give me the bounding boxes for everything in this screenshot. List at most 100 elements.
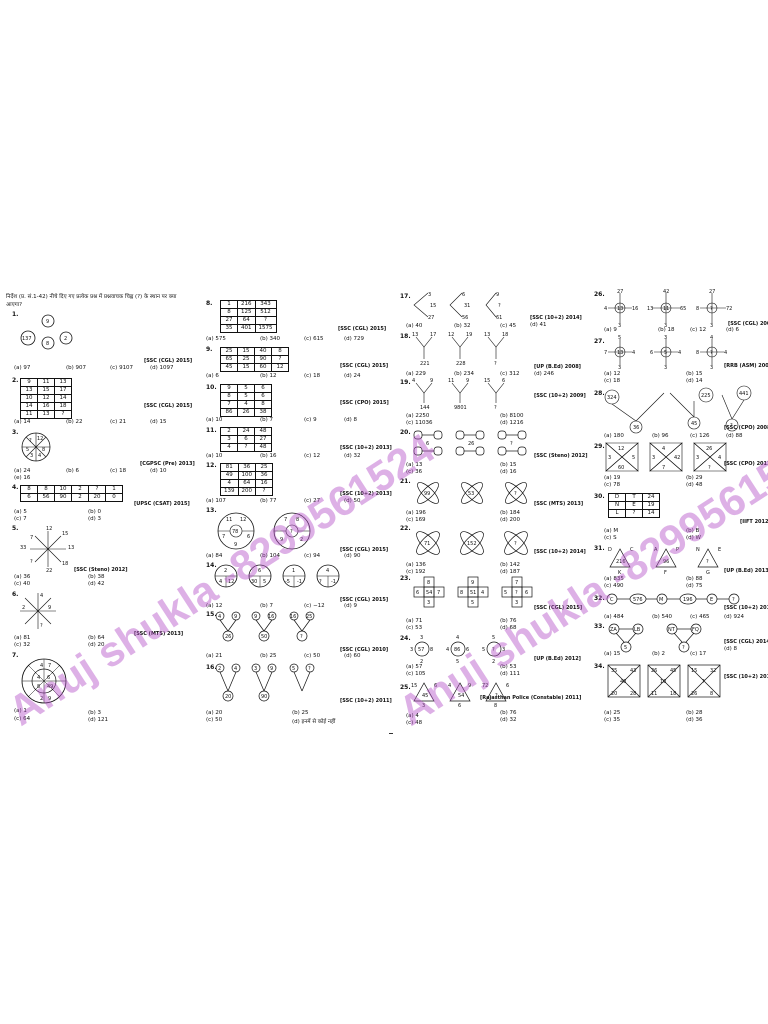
svg-text:?: ? xyxy=(682,645,685,651)
svg-text:221: 221 xyxy=(420,361,430,367)
option-a: (a) 12 xyxy=(206,603,223,609)
svg-text:43: 43 xyxy=(630,668,636,674)
svg-text:3: 3 xyxy=(696,455,699,461)
grid-cell: 18 xyxy=(54,402,72,411)
option-c: (c) −12 xyxy=(304,603,325,609)
option-c: (c) 11036 xyxy=(406,420,433,426)
option-d: (d) 111 xyxy=(500,671,521,677)
option-a: (a) 229 xyxy=(406,371,426,377)
svg-text:5: 5 xyxy=(632,455,635,461)
svg-text:86: 86 xyxy=(454,647,460,653)
exam-source: [SSC (CGL) 2015] xyxy=(340,547,389,553)
exam-source: [SSC (CGL) 2010] xyxy=(340,647,389,653)
option-b: (b) 22 xyxy=(66,419,83,425)
grid-cell: 16 xyxy=(37,402,55,411)
svg-text:6: 6 xyxy=(47,675,50,681)
option-b: (b) 16 xyxy=(260,453,277,459)
svg-text:?: ? xyxy=(30,559,33,565)
option-b: (b) 340 xyxy=(260,336,281,342)
svg-text:4: 4 xyxy=(38,453,41,459)
svg-text:?: ? xyxy=(730,423,733,429)
svg-text:5: 5 xyxy=(492,635,495,641)
svg-text:G: G xyxy=(706,570,710,576)
option-a: (a) 84 xyxy=(206,553,223,559)
svg-text:3: 3 xyxy=(502,647,505,653)
svg-text:9: 9 xyxy=(471,580,474,586)
svg-text:?: ? xyxy=(494,405,497,411)
svg-text:11: 11 xyxy=(663,306,669,312)
svg-text:4: 4 xyxy=(678,350,681,356)
svg-text:30: 30 xyxy=(251,579,257,585)
column-1: निर्देश (प्र. सं.1-42) नीचे दिए गए प्रत्… xyxy=(4,285,195,735)
exam-source: [SSC (CPO) 2008] xyxy=(724,425,768,431)
svg-text:8: 8 xyxy=(460,590,463,596)
svg-text:5: 5 xyxy=(664,350,667,356)
exam-source: [SSC (CGL) 2015] xyxy=(534,605,583,611)
option-b: (b) 25 xyxy=(260,653,277,659)
option-c: (c) 53 xyxy=(406,625,423,631)
svg-text:3: 3 xyxy=(664,323,667,329)
option-d: (d) 75 xyxy=(686,583,703,589)
svg-text:11: 11 xyxy=(226,517,232,523)
svg-text:3: 3 xyxy=(422,703,425,709)
svg-text:9: 9 xyxy=(466,378,469,384)
svg-text:7: 7 xyxy=(604,350,607,356)
option-b: (b) 3 xyxy=(88,710,102,716)
svg-text:4: 4 xyxy=(662,446,665,452)
option-d: (d) 187 xyxy=(500,569,521,575)
option-c: (c) 21 xyxy=(110,419,127,425)
option-d: (d) 9 xyxy=(344,603,358,609)
option-d: (d) 6 xyxy=(726,327,740,333)
option-b: (b) 2 xyxy=(652,651,666,657)
option-b: (b) 76 xyxy=(500,710,517,716)
svg-text:4: 4 xyxy=(481,590,484,596)
svg-text:4: 4 xyxy=(456,635,459,641)
svg-text:32: 32 xyxy=(710,668,716,674)
option-c: (c) 40 xyxy=(14,581,31,587)
question-number: 11. xyxy=(206,427,217,434)
exam-source: [UP (B.Ed) 2013] xyxy=(724,568,768,574)
svg-text:2: 2 xyxy=(22,605,25,611)
option-a: (a) 1 xyxy=(14,708,27,714)
option-b: (b) 88 xyxy=(686,576,703,582)
option-b: (b) 38 xyxy=(88,574,105,580)
svg-text:8: 8 xyxy=(696,350,699,356)
option-d: (d) 924 xyxy=(724,614,745,620)
svg-text:26: 26 xyxy=(651,668,657,674)
option-c: (c) 27 xyxy=(304,498,321,504)
exam-source: [SSC (CGL) 2015] xyxy=(144,403,193,409)
svg-text:144: 144 xyxy=(420,405,430,411)
svg-text:6: 6 xyxy=(650,350,653,356)
exam-source: [IIFT 2012] xyxy=(740,519,768,525)
svg-text:5: 5 xyxy=(263,579,266,585)
svg-text:3: 3 xyxy=(254,666,257,672)
option-c: (c) 18 xyxy=(604,378,621,384)
svg-text:5: 5 xyxy=(456,659,459,665)
exam-source: [UP (B.Ed) 2008] xyxy=(534,364,581,370)
svg-text:35: 35 xyxy=(611,668,617,674)
svg-text:26: 26 xyxy=(468,441,474,447)
svg-text:9: 9 xyxy=(270,666,273,672)
exam-source: [SSC (CPO) 2011] xyxy=(724,461,768,467)
svg-text:9801: 9801 xyxy=(454,405,467,411)
svg-text:-5: -5 xyxy=(285,579,290,585)
exam-source: [Rajasthan Police (Constable) 2011] xyxy=(480,695,582,701)
svg-text:3: 3 xyxy=(410,647,413,653)
option-c: (c) 17 xyxy=(690,651,707,657)
svg-text:6: 6 xyxy=(502,378,505,384)
svg-text:?: ? xyxy=(702,679,705,685)
svg-text:E: E xyxy=(718,547,721,553)
svg-text:9: 9 xyxy=(496,292,499,298)
svg-text:45: 45 xyxy=(422,693,428,699)
svg-text:-1: -1 xyxy=(297,579,302,585)
svg-text:5: 5 xyxy=(504,590,507,596)
svg-text:9: 9 xyxy=(430,378,433,384)
svg-text:5: 5 xyxy=(624,645,627,651)
svg-text:5: 5 xyxy=(26,447,29,453)
grid-cell: 14 xyxy=(20,402,38,411)
option-c: (c) 9 xyxy=(304,417,317,423)
svg-text:216: 216 xyxy=(616,559,626,565)
svg-text:3: 3 xyxy=(427,600,430,606)
